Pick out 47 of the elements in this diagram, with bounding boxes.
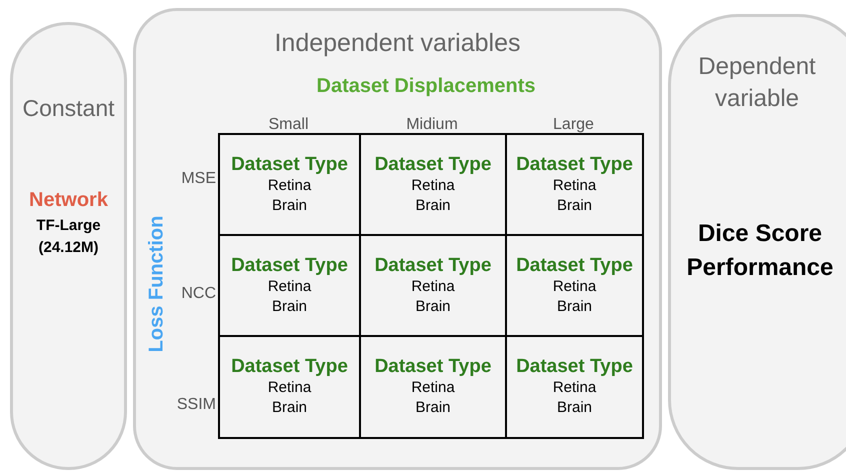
cell-heading: Dataset Type [516,356,633,378]
axis-title: Dataset Displacements [316,74,536,99]
column-label: Large [552,115,595,135]
cell-item: Retina [552,378,596,398]
cell-heading: Dataset Type [231,154,348,176]
grid-cell [218,335,361,439]
grid-cell [505,335,644,439]
cell-item: Brain [556,196,592,216]
panel [668,14,846,470]
column-label: Small [267,115,310,135]
cell-item: Brain [556,296,592,316]
grid-cell [505,133,644,236]
cell-item: Brain [556,398,592,418]
row-label: NCC [180,284,216,304]
cell-item: Retina [268,176,312,196]
cell-item: Retina [411,176,455,196]
cell-heading: Dataset Type [516,254,633,276]
cell-heading: Dataset Type [374,254,492,276]
row-label: SSIM [176,395,216,415]
column-label: Midium [405,115,459,135]
cell-item: Brain [415,196,451,216]
cell-item: Retina [411,276,455,296]
cell-item: Brain [415,296,451,316]
cell-heading: Dataset Type [374,154,492,176]
cell-item: Retina [411,378,455,398]
cell-item: Brain [272,196,308,216]
cell-item: Brain [415,398,451,418]
cell-item: Brain [272,296,308,316]
constant-value: TF-Large (24.12M) [35,216,102,258]
panel-heading: Independent variables [274,28,521,59]
cell-item: Retina [268,276,312,296]
cell-item: Retina [552,176,596,196]
cell-heading: Dataset Type [231,254,348,276]
panel [133,8,662,470]
axis-title: Loss Function [144,215,168,352]
grid-cell [218,133,361,236]
row-label: MSE [180,168,216,188]
dependent-variable: Dice Score Performance [686,219,834,283]
constant-name: Network [29,188,108,213]
panel-heading: Dependent variable [697,52,817,114]
cell-heading: Dataset Type [231,356,348,378]
cell-heading: Dataset Type [374,356,492,378]
cell-heading: Dataset Type [516,154,633,176]
cell-item: Brain [272,398,308,418]
panel-heading: Constant [22,94,115,123]
cell-item: Retina [552,276,596,296]
cell-item: Retina [268,378,312,398]
